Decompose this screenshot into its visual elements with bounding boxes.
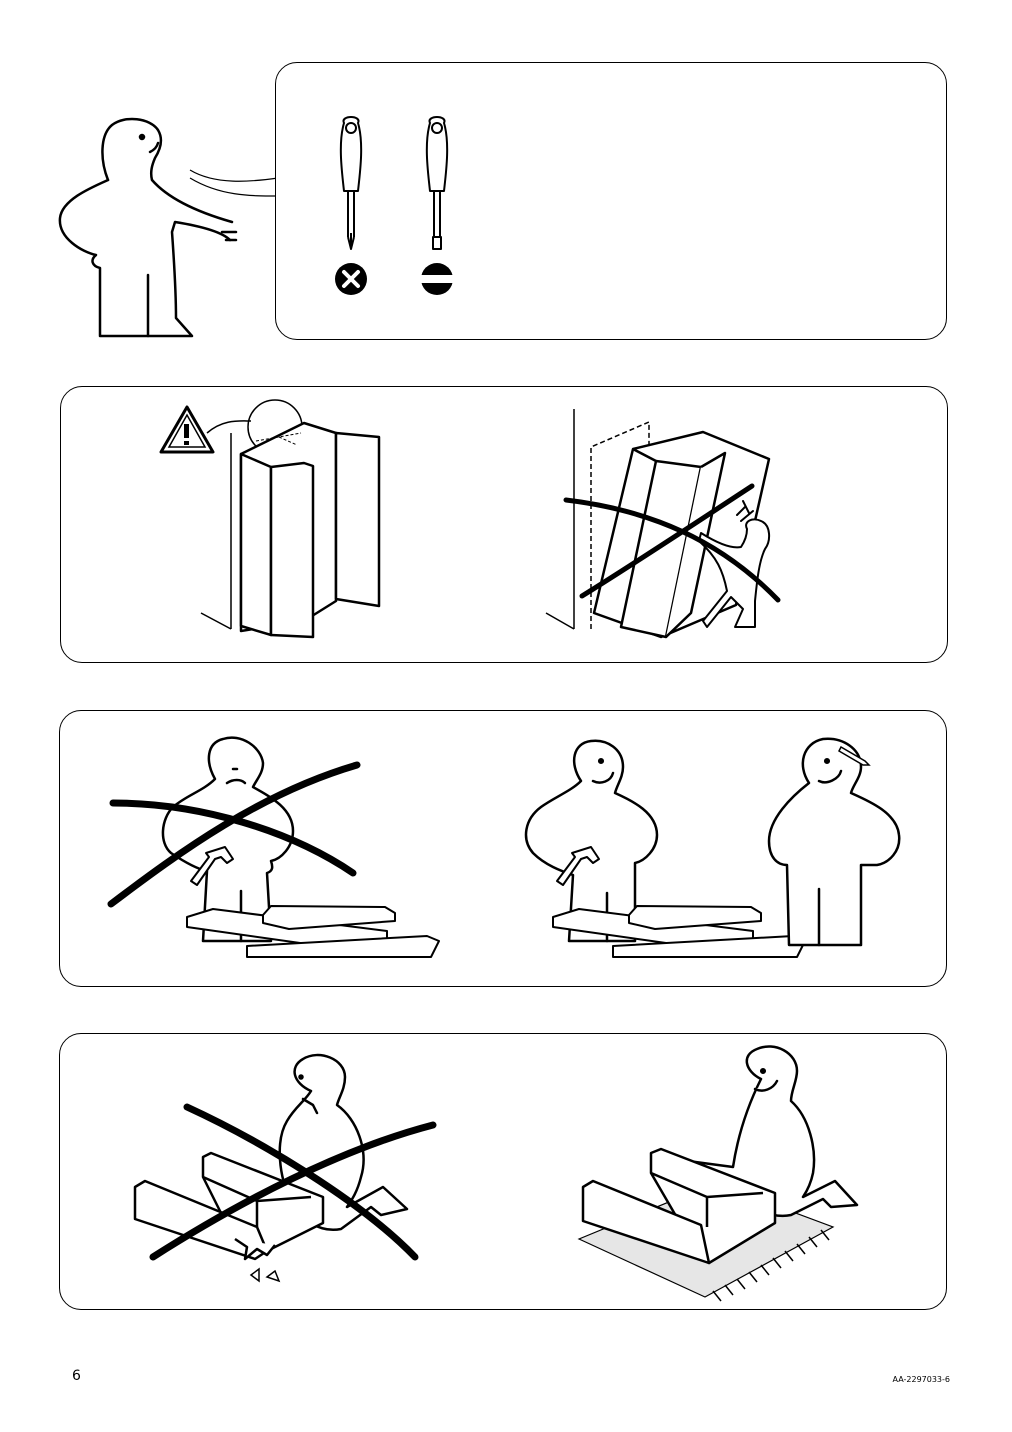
- floor-protection-panel: [59, 1033, 947, 1310]
- warning-triangle-icon: [161, 407, 213, 452]
- person-pointing-figure: [50, 110, 285, 345]
- rug-assembly-illustration: [60, 1034, 948, 1311]
- flat-screwdriver-icon: [421, 113, 453, 295]
- anchored-wardrobe-illustration: [61, 387, 949, 664]
- two-person-assembly-illustration: [60, 711, 948, 988]
- not-allowed-cross: [560, 480, 790, 610]
- tools-panel: [275, 62, 947, 340]
- document-code: AA-2297033-6: [892, 1375, 950, 1384]
- phillips-screwdriver-icon: [335, 113, 367, 295]
- page-number: 6: [72, 1368, 81, 1384]
- two-persons-panel: [59, 710, 947, 987]
- wall-anchor-panel: [60, 386, 948, 663]
